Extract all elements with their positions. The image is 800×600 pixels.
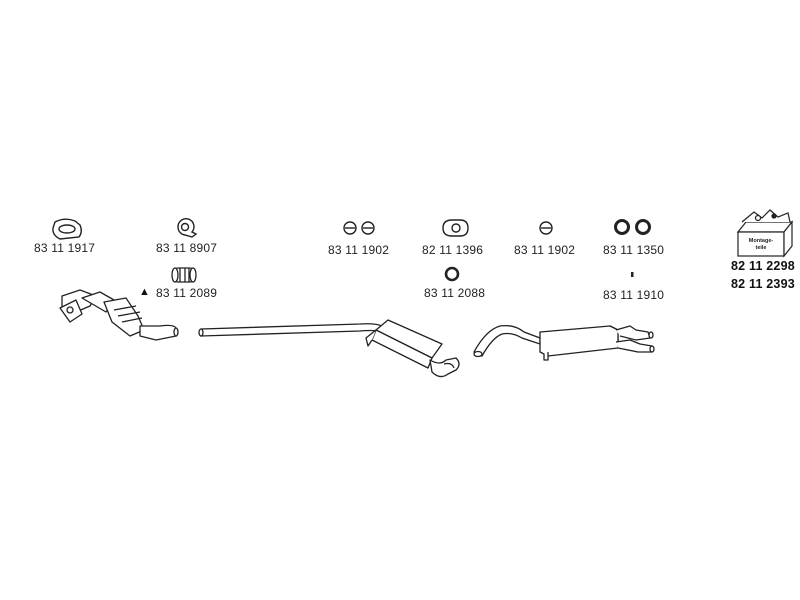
rubber-hanger-icon xyxy=(539,221,553,235)
part-number-label: 83 11 1902 xyxy=(328,243,390,257)
bolt-icon xyxy=(631,272,634,277)
part-number-label: 83 11 1910 xyxy=(603,288,665,302)
part-number-label: 82 11 1396 xyxy=(422,243,484,257)
rubber-ring-icon xyxy=(614,219,651,235)
kit-number-label: 82 11 2393 xyxy=(731,277,795,291)
seal-ring-icon xyxy=(444,266,460,282)
flange-gasket-icon xyxy=(442,219,469,237)
intermediate-pipe-icon xyxy=(198,323,383,337)
kit-number-label: 82 11 2298 xyxy=(731,259,795,273)
pipe-clamp-icon xyxy=(171,267,197,283)
gasket-icon xyxy=(52,218,82,240)
kit-label-line2: teile xyxy=(755,245,766,251)
part-number-label: 83 11 2088 xyxy=(424,286,486,300)
rear-silencer-icon xyxy=(539,325,655,361)
center-silencer-icon xyxy=(365,319,460,378)
part-number-label: 83 11 1902 xyxy=(514,243,576,257)
part-number-label: 83 11 8907 xyxy=(156,241,218,255)
kit-label-line1: Montage- xyxy=(749,238,774,244)
catalytic-converter-icon xyxy=(59,289,179,341)
part-number-label: 83 11 1350 xyxy=(603,243,665,257)
rubber-hanger-icon xyxy=(343,221,375,235)
part-number-label: 83 11 2089 xyxy=(156,286,218,300)
rear-pipe-icon xyxy=(473,324,541,358)
clamp-icon xyxy=(177,218,198,238)
installation-kit-icon: Montage- teile xyxy=(736,209,794,258)
warning-triangle-icon: ▲ xyxy=(139,286,150,298)
part-number-label: 83 11 1917 xyxy=(34,241,96,255)
